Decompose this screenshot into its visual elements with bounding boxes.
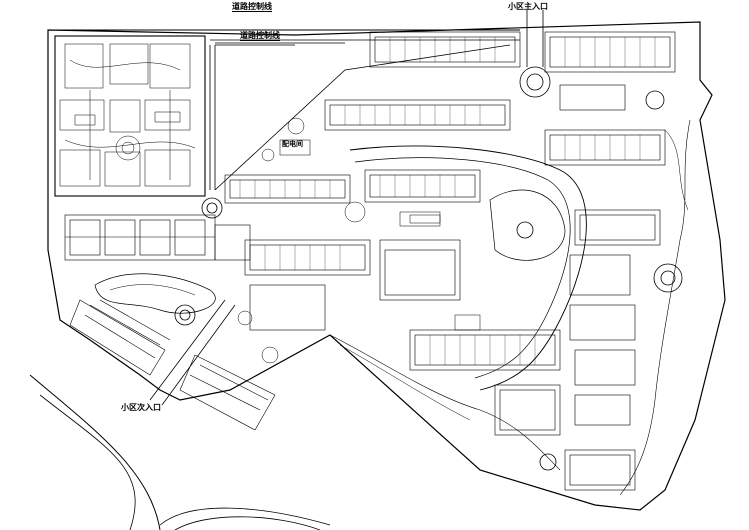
south-paths [329,334,561,471]
row-west-buildings [64,214,251,261]
central-slabs [224,99,561,436]
main-loop-road [349,145,587,391]
east-buildings [564,209,661,491]
outer-road-curve-inner [39,394,136,530]
road-control-line-label-top: 道路控制线 [232,2,272,12]
roundabout-main-entrance [519,66,551,98]
bottom-road [159,507,331,526]
roundabout-east [653,263,683,293]
sw-buildings [69,299,276,431]
sw-access-road [149,299,236,406]
pond-west [94,273,216,314]
east-green-edge [619,119,691,496]
site-boundary [47,21,726,511]
ne-slabs [369,31,676,166]
site-features [237,117,481,364]
central-circle-feature [489,189,566,261]
main-entrance-label: 小区主入口 [508,2,548,11]
secondary-entrance-label: 小区次入口 [121,403,161,412]
roundabout-west [201,197,223,219]
bottom-road-2 [174,516,321,530]
outer-road-curve [29,374,161,530]
road-control-line-label-second: 道路控制线 [240,31,280,41]
block-nw-detail [59,43,196,187]
center-building-label: 配电间 [282,140,303,148]
block-nw [54,35,206,197]
